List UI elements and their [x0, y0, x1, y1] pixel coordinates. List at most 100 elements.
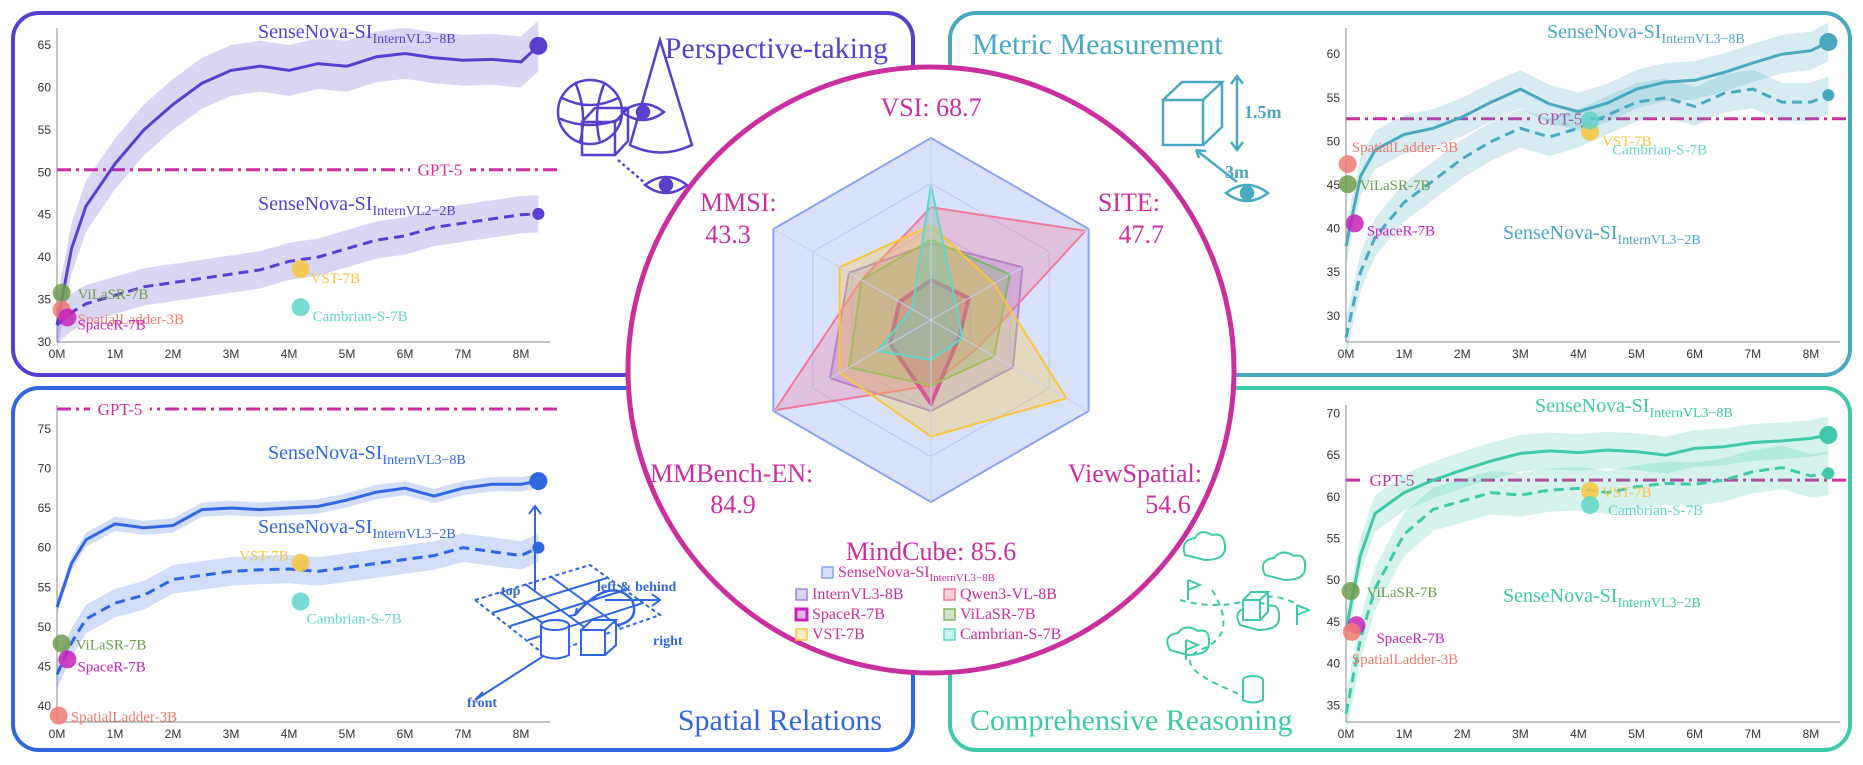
y-tick-label: 45 — [38, 208, 52, 222]
legend-label: SpaceR-7B — [812, 606, 885, 623]
baseline-label: Cambrian-S-7B — [307, 612, 402, 628]
x-tick-label: 6M — [397, 347, 414, 361]
baseline-label: SpaceR-7B — [1367, 223, 1435, 239]
panel-title-metric: Metric Measurement — [972, 28, 1223, 61]
x-tick-label: 5M — [1628, 727, 1645, 741]
radar-axis-label: MindCube: 85.6 — [846, 537, 1016, 566]
radar-spoke — [773, 228, 932, 321]
series-label-name: SenseNova-SI — [1535, 395, 1649, 417]
y-tick-label: 50 — [38, 620, 52, 634]
baseline-label: ViLaSR-7B — [1367, 585, 1438, 601]
x-tick-label: 8M — [513, 347, 530, 361]
gpt5-label: GPT-5 — [98, 400, 143, 419]
reasoning-path-icon — [1166, 531, 1312, 704]
x-tick-label: 4M — [1570, 347, 1587, 361]
series-label-sub: InternVL3−2B — [1617, 596, 1700, 611]
radar-axis-value: 43.3 — [705, 220, 751, 249]
series-label-sub: InternVL3−2B — [372, 527, 455, 542]
series-endpoint — [532, 207, 545, 220]
series-line — [56, 212, 539, 327]
spatial-annotation-label: left & behind — [597, 580, 677, 595]
series-label-name: SenseNova-SI — [1503, 222, 1617, 244]
gpt5-label: GPT-5 — [418, 161, 463, 180]
x-tick-label: 1M — [1396, 727, 1413, 741]
radar-spoke — [773, 319, 932, 412]
series-label-name: SenseNova-SI — [1547, 21, 1661, 43]
y-tick-label: 75 — [38, 422, 52, 436]
x-tick-label: 3M — [1512, 727, 1529, 741]
series-label: SenseNova-SIInternVL3−2B — [1503, 585, 1701, 611]
y-tick-label: 35 — [38, 293, 52, 307]
baseline-label: Cambrian-S-7B — [313, 309, 408, 325]
series-label: SenseNova-SIInternVL3−2B — [1503, 222, 1701, 248]
baseline-point — [49, 706, 68, 725]
series-line — [55, 546, 540, 676]
series-endpoint — [1822, 467, 1835, 480]
y-tick-label: 70 — [38, 461, 52, 475]
legend-label-name: ViLaSR-7B — [960, 606, 1035, 623]
baseline-point — [291, 298, 310, 317]
y-tick-label: 30 — [1327, 309, 1341, 323]
baseline-point — [1338, 155, 1357, 174]
y-tick-label: 60 — [38, 80, 52, 94]
series-line — [1344, 40, 1830, 247]
legend-swatch — [795, 588, 808, 601]
series-confidence-band — [1346, 416, 1829, 649]
legend-label-name: SenseNova-SI — [838, 564, 930, 581]
x-tick-label: 0M — [49, 347, 66, 361]
gpt5-label-background — [1362, 470, 1422, 491]
radar-axis-label: ViewSpatial: — [1068, 459, 1202, 488]
radar-axis-label: MMSI: — [700, 188, 777, 217]
y-tick-label: 50 — [1327, 573, 1341, 587]
x-tick-label: 7M — [455, 727, 472, 741]
baseline-label: VST-7B — [1602, 485, 1651, 501]
series-label: SenseNova-SIInternVL3−8B — [1547, 21, 1745, 47]
panel-title-reasoning: Comprehensive Reasoning — [970, 704, 1292, 737]
x-tick-label: 0M — [1338, 727, 1355, 741]
x-tick-label: 8M — [1803, 347, 1820, 361]
y-tick-label: 65 — [38, 38, 52, 52]
gpt5-label: GPT-5 — [1538, 110, 1583, 129]
y-tick-label: 65 — [1327, 448, 1341, 462]
legend-label: InternVL3-8B — [812, 586, 904, 603]
y-tick-label: 55 — [1327, 531, 1341, 545]
y-tick-label: 55 — [38, 123, 52, 137]
x-tick-label: 1M — [107, 347, 124, 361]
legend-swatch — [943, 608, 956, 621]
radar-axis-label: SITE: — [1098, 188, 1160, 217]
series-label-sub: InternVL2−2B — [372, 204, 455, 219]
panel-title-perspective: Perspective-taking — [665, 32, 888, 65]
cube-measure-icon — [1161, 73, 1244, 183]
series-label-sub: InternVL3−8B — [382, 453, 465, 468]
x-tick-label: 5M — [1628, 347, 1645, 361]
baseline-label: SpaceR-7B — [77, 659, 145, 675]
y-tick-label: 55 — [38, 580, 52, 594]
legend-label-name: VST-7B — [812, 626, 865, 643]
y-tick-label: 65 — [38, 501, 52, 515]
legend-label: ViLaSR-7B — [960, 606, 1035, 623]
y-tick-label: 30 — [38, 335, 52, 349]
x-tick-label: 4M — [1570, 727, 1587, 741]
baseline-label: Cambrian-S-7B — [1608, 503, 1703, 519]
legend-label-name: Cambrian-S-7B — [960, 626, 1061, 643]
series-label: SenseNova-SIInternVL3−2B — [258, 516, 456, 542]
eye-icon — [617, 159, 690, 195]
series-line — [55, 44, 540, 326]
legend-swatch — [795, 628, 808, 641]
series-label: SenseNova-SIInternVL3−8B — [268, 442, 466, 468]
baseline-point — [52, 283, 71, 302]
series-confidence-band — [1346, 22, 1829, 266]
spatial-relations-icon — [472, 504, 663, 700]
baseline-point — [1581, 111, 1600, 130]
spatial-annotation-label: top — [501, 584, 521, 599]
x-tick-label: 8M — [513, 727, 530, 741]
baseline-label: SpatialLadder-3B — [78, 312, 184, 328]
y-tick-label: 60 — [38, 541, 52, 555]
x-tick-label: 7M — [455, 347, 472, 361]
radar-axis-value: 84.9 — [710, 490, 756, 519]
radar-axis-vsi: VSI: 68.7 — [880, 93, 981, 122]
gpt5-label-background — [90, 398, 150, 419]
baseline-point — [1345, 214, 1364, 233]
